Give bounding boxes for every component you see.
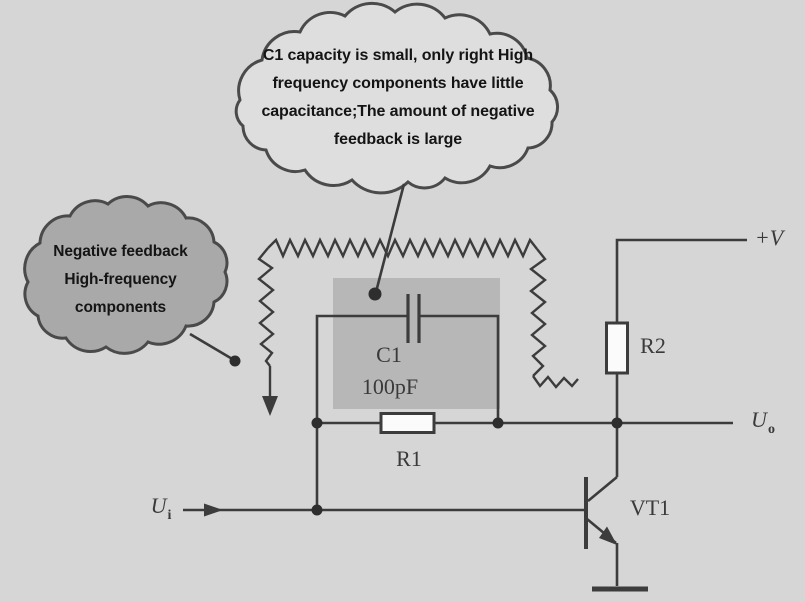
transistor-vt1-emitter-arrow — [599, 526, 617, 545]
label-supply: +V — [754, 225, 784, 250]
label-output: Uo — [751, 409, 775, 437]
side-cloud-pointer-line — [189, 332, 235, 362]
zigzag-right — [528, 248, 547, 377]
input-symbol: U — [150, 493, 167, 518]
junction-dot — [492, 417, 504, 429]
label-c1: C1 — [376, 342, 402, 367]
top-cloud-line: frequency components have little — [272, 75, 524, 92]
transistor-vt1-collector — [587, 475, 618, 503]
zigzag-left — [257, 247, 275, 367]
feedback-arrow-head-icon — [262, 396, 278, 416]
side-cloud-line: components — [74, 299, 167, 316]
side-cloud-line: Negative feedback — [53, 243, 188, 260]
zigzag-bottom-right — [532, 375, 579, 389]
input-arrow-icon — [204, 503, 223, 517]
label-input: Ui — [151, 495, 172, 523]
label-vt1: VT1 — [629, 495, 671, 520]
top-cloud-pointer-dot — [368, 287, 382, 301]
label-r2: R2 — [640, 333, 666, 358]
junction-dot — [311, 417, 323, 429]
label-r1: R1 — [396, 446, 422, 471]
resistor-r1-body — [379, 412, 436, 434]
wire-c1-loop — [315, 314, 500, 423]
output-subscript: o — [767, 422, 775, 437]
side-cloud-text: Negative feedback High-frequency compone… — [28, 238, 213, 322]
top-cloud-text: C1 capacity is small, only right High fr… — [247, 42, 549, 154]
top-cloud-line: feedback is large — [333, 131, 463, 148]
resistor-r2-body — [605, 321, 629, 375]
zigzag-top — [267, 237, 538, 259]
output-symbol: U — [751, 407, 767, 432]
top-cloud-line: C1 capacity is small, only right High — [262, 47, 534, 64]
side-cloud-line: High-frequency — [64, 271, 177, 288]
side-cloud-bubble — [23, 195, 229, 355]
label-c1-value: 100pF — [361, 374, 419, 399]
top-cloud-line: capacitance;The amount of negative — [261, 103, 535, 120]
top-cloud-bubble — [234, 1, 560, 195]
side-cloud-pointer-dot — [229, 355, 241, 367]
junction-dot — [611, 417, 623, 429]
input-subscript: i — [167, 508, 172, 523]
highlight-box — [333, 278, 500, 409]
top-cloud-pointer-line — [374, 183, 406, 293]
junction-dot — [311, 504, 323, 516]
wire-supply — [615, 238, 747, 325]
